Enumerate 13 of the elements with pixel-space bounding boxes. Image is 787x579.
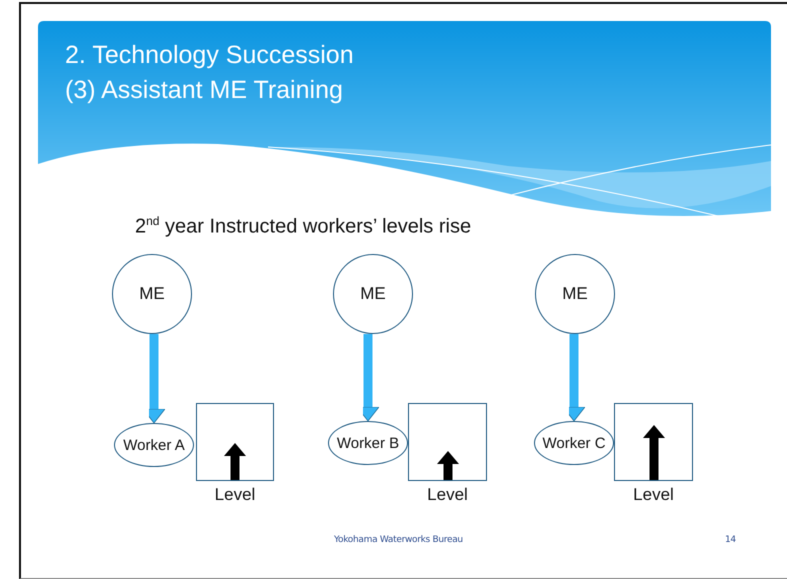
- worker-ellipse: Worker B: [328, 421, 408, 465]
- footer-text: Yokohama Waterworks Bureau: [334, 535, 463, 545]
- level-label: Level: [426, 485, 469, 505]
- worker-ellipse: Worker C: [534, 421, 614, 465]
- level-label: Level: [214, 485, 256, 505]
- me-circle: ME: [333, 254, 413, 334]
- me-circle: ME: [112, 254, 192, 334]
- page-number: 14: [725, 535, 736, 545]
- slide-title: 2. Technology Succession (3) Assistant ME Training: [65, 40, 355, 106]
- me-circle: ME: [535, 254, 615, 334]
- worker-ellipse: Worker A: [114, 423, 194, 467]
- subtitle: 2$^{nd}$ year Instructed workers’ levels rise: [135, 214, 472, 239]
- level-label: Level: [632, 485, 675, 505]
